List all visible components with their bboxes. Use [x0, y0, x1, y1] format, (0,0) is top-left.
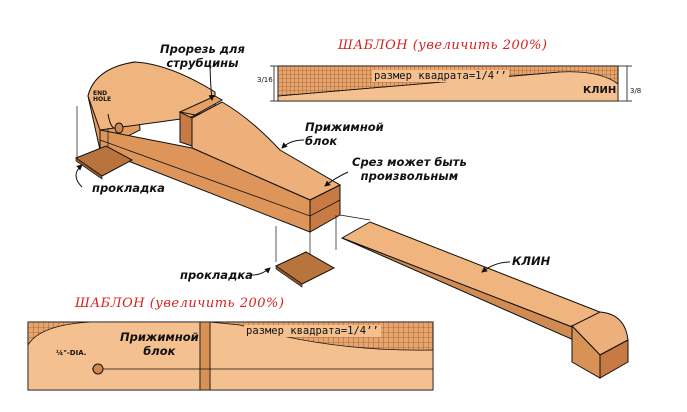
template-top-right-dim: 3/8	[630, 87, 642, 95]
template-top-left-dim: 3/16	[257, 76, 273, 84]
cut-note-label: Срез может быть произвольным	[352, 155, 467, 183]
template-bottom-hole-dim: ¼"-DIA.	[56, 349, 87, 357]
template-bottom-title: ШАБЛОН (увеличить 200%)	[75, 296, 285, 311]
wedge	[340, 221, 629, 379]
slot-label: Прорезь для струбцины	[160, 42, 245, 70]
template-bottom-block-label: Прижимной блок	[120, 330, 199, 358]
template-top-title: ШАБЛОН (увеличить 200%)	[338, 38, 548, 53]
template-top-grid-note: размер квадрата=1/4’’	[372, 70, 509, 82]
clamp-block-label: Прижимной блок	[305, 120, 384, 148]
jig-body	[87, 61, 342, 233]
wedge-label: КЛИН	[512, 254, 551, 268]
end-hole-label: END HOLE	[93, 90, 112, 103]
pad-bottom-label: прокладка	[180, 268, 253, 282]
template-bottom-grid-note: размер квадрата=1/4’’	[244, 325, 381, 337]
pad-top	[74, 145, 134, 180]
pad-bottom	[274, 251, 336, 288]
pad-top-label: прокладка	[92, 181, 165, 195]
template-top-wedge-label: КЛИН	[583, 85, 617, 96]
